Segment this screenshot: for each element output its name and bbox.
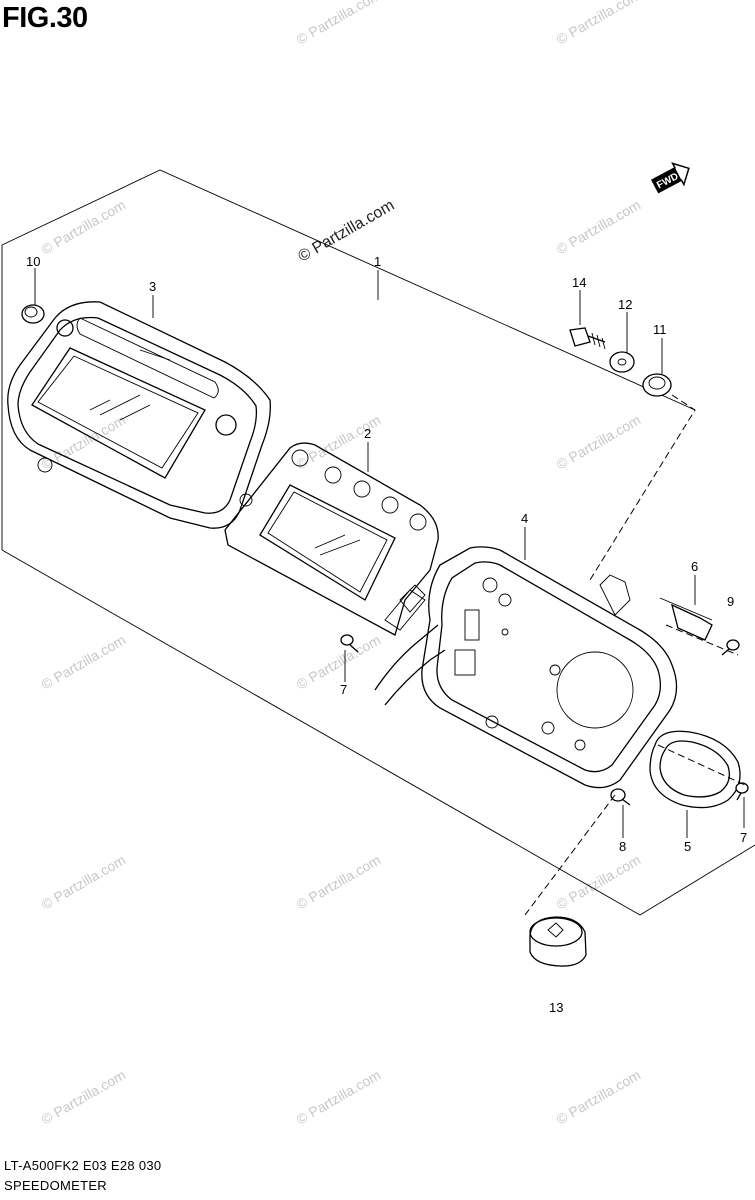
screw [610,788,631,806]
watermark: © Partzilla.com [294,632,384,693]
watermark: © Partzilla.com [39,852,129,913]
wiring-harness [374,584,446,706]
screw [735,782,749,801]
watermark: © Partzilla.com [554,412,644,473]
callout-9: 9 [727,594,734,609]
grommet-cap [21,304,45,324]
display-cover [7,301,271,529]
screw [340,634,359,653]
bolt [569,327,606,350]
watermark: © Partzilla.com [39,197,129,258]
watermark: © Partzilla.com [39,632,129,693]
callout-12: 12 [618,297,632,312]
figure-title: FIG.30 [2,2,88,34]
callout-5: 5 [684,839,691,854]
screw [721,639,740,656]
model-code-label: LT-A500FK2 E03 E28 030 [4,1158,162,1173]
watermark: © Partzilla.com [554,1067,644,1128]
dashed-guides [524,394,746,916]
mounting-clip [659,597,713,641]
watermark: © Partzilla.com [39,1067,129,1128]
watermark: © Partzilla.com [554,852,644,913]
callouts: 1 2 3 4 5 6 7 7 8 9 10 11 12 13 14 [26,254,747,1015]
callout-11: 11 [653,322,667,337]
direction-badge-label: FWD [655,171,680,191]
callout-4: 4 [521,511,528,526]
washer [609,351,635,373]
callout-7: 7 [340,682,347,697]
cushion [642,373,672,397]
watermark: © Partzilla.com [554,0,644,48]
forward-arrow-icon: FWD [650,162,690,194]
callout-3: 3 [149,279,156,294]
watermark: © Partzilla.com [294,1067,384,1128]
callout-2: 2 [364,426,371,441]
callout-8: 8 [619,839,626,854]
watermark: © Partzilla.com [294,0,384,48]
assembly-outline [1,169,755,916]
callout-6: 6 [691,559,698,574]
callout-10: 10 [26,254,40,269]
watermark: © Partzilla.com [294,852,384,913]
callout-1: 1 [374,254,381,269]
callout-14: 14 [572,275,586,290]
watermark-main: © Partzilla.com [296,197,398,266]
watermark: © Partzilla.com [294,412,384,473]
indicator-panel [224,442,439,636]
bezel-ring [649,730,741,809]
leader-lines [34,268,745,838]
meter-case [421,546,678,789]
part-group-label: SPEEDOMETER [4,1178,107,1193]
rubber-mount [529,916,587,967]
callout-7: 7 [740,830,747,845]
callout-13: 13 [549,1000,563,1015]
watermark: © Partzilla.com [554,197,644,258]
